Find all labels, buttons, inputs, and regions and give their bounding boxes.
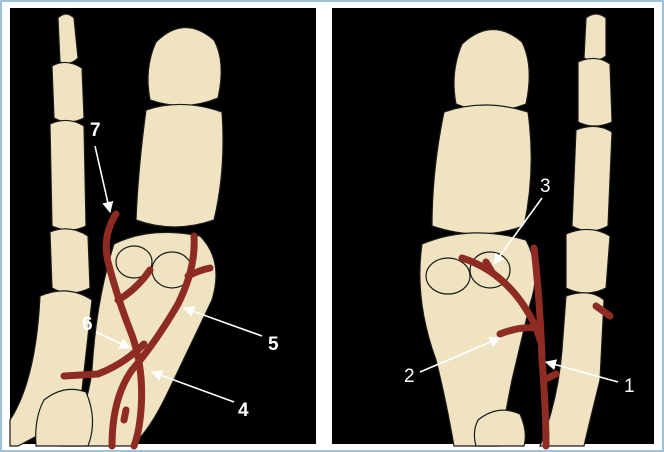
distal-phalanx-bone	[454, 29, 529, 111]
sesamoid-bone	[426, 258, 470, 294]
proximal-phalanx-bone	[432, 105, 531, 234]
distal-phalanx-bone	[584, 14, 606, 61]
label-6: 6	[82, 314, 93, 335]
label-2: 2	[404, 366, 415, 387]
label-7: 7	[90, 120, 101, 141]
proximal-phalanx-bone	[50, 120, 86, 230]
label-4: 4	[238, 400, 249, 421]
joint-head-bone	[50, 229, 90, 293]
label-5: 5	[268, 334, 279, 355]
joint-head-bone	[566, 229, 610, 293]
middle-phalanx-bone	[578, 58, 612, 126]
middle-phalanx-bone	[52, 62, 84, 122]
proximal-phalanx-bone	[136, 104, 223, 227]
distal-phalanx-bone	[148, 27, 221, 105]
label-3: 3	[540, 176, 551, 197]
left-panel: 7 6 5 4	[10, 8, 316, 446]
artery-twig	[124, 410, 126, 420]
right-panel: 3 2 1	[332, 8, 654, 446]
proximal-phalanx-bone	[572, 126, 612, 231]
label-1: 1	[624, 376, 635, 397]
